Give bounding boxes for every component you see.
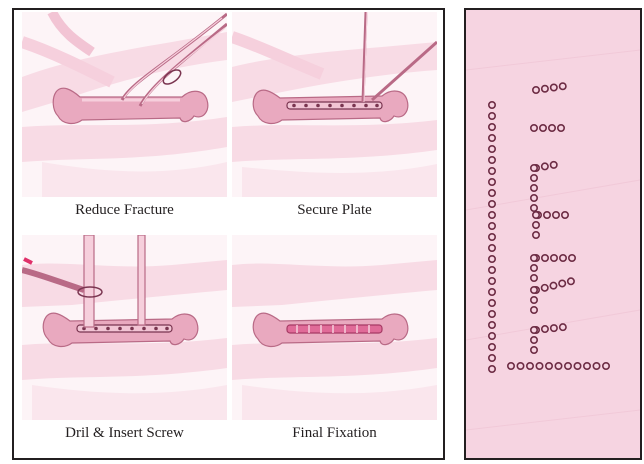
plate-hole <box>559 280 565 286</box>
plate-hole <box>489 256 495 262</box>
plate-hole <box>531 175 537 181</box>
plate-hole <box>489 201 495 207</box>
plate-hole <box>593 363 599 369</box>
plate-hole <box>489 344 495 350</box>
plate-hole <box>562 212 568 218</box>
plate-hole <box>551 162 557 168</box>
procedure-steps-panel: Reduce Fracture Secure Plate <box>12 8 445 460</box>
plate-hole <box>531 205 537 211</box>
plate-hole <box>489 146 495 152</box>
plate-hole <box>550 282 556 288</box>
plate-hole <box>531 125 537 131</box>
plate-hole <box>489 311 495 317</box>
plate-hole <box>568 278 574 284</box>
plate-hole <box>546 363 552 369</box>
plate-hole <box>489 179 495 185</box>
plate-hole <box>540 125 546 131</box>
step-caption: Reduce Fracture <box>22 200 227 220</box>
plate-hole <box>527 363 533 369</box>
bone-plate-set-image <box>466 10 640 458</box>
plate-hole <box>533 222 539 228</box>
step-caption: Dril & Insert Screw <box>22 423 227 443</box>
plate-hole <box>489 289 495 295</box>
plate-hole <box>531 327 537 333</box>
step-reduce-fracture: Reduce Fracture <box>22 12 227 232</box>
plate-hole <box>542 163 548 169</box>
plate-hole <box>517 363 523 369</box>
plate-hole <box>489 245 495 251</box>
plate-hole <box>489 267 495 273</box>
plate-hole <box>489 102 495 108</box>
plate-hole <box>558 125 564 131</box>
plate-hole <box>551 325 557 331</box>
plate-hole <box>489 355 495 361</box>
plate-hole <box>489 300 495 306</box>
plate-hole <box>531 255 537 261</box>
plate-hole <box>536 363 542 369</box>
plate-hole <box>531 307 537 313</box>
plate-hole <box>542 255 548 261</box>
plate-hole <box>489 333 495 339</box>
plate-hole <box>489 366 495 372</box>
plate-hole <box>551 255 557 261</box>
plate-hole <box>560 255 566 261</box>
plate-hole <box>560 324 566 330</box>
plate-hole <box>531 347 537 353</box>
plate-hole <box>542 285 548 291</box>
plate-hole <box>551 84 557 90</box>
plate-hole <box>531 185 537 191</box>
plate-hole <box>489 322 495 328</box>
plate-hole <box>549 125 555 131</box>
step-drill-insert-screw: Dril & Insert Screw <box>22 235 227 455</box>
plate-hole <box>531 165 537 171</box>
plate-hole <box>553 212 559 218</box>
plate-hole <box>560 83 566 89</box>
plate-hole <box>489 113 495 119</box>
plate-hole <box>489 212 495 218</box>
plate-hole <box>542 86 548 92</box>
reduce-fracture-illustration <box>22 12 227 197</box>
plate-hole <box>544 212 550 218</box>
plate-hole <box>489 157 495 163</box>
plate-hole <box>584 363 590 369</box>
plate-hole <box>531 287 537 293</box>
step-caption: Secure Plate <box>232 200 437 220</box>
drill-insert-screw-illustration <box>22 235 227 420</box>
plate-hole <box>565 363 571 369</box>
plate-hole <box>533 232 539 238</box>
step-caption: Final Fixation <box>232 423 437 443</box>
plate-hole <box>603 363 609 369</box>
bone-plate-set-photo <box>464 8 642 460</box>
plate-hole <box>489 190 495 196</box>
plate-hole <box>531 195 537 201</box>
plate-hole <box>531 275 537 281</box>
plate-hole <box>555 363 561 369</box>
plate-hole <box>533 87 539 93</box>
plate-hole <box>574 363 580 369</box>
plate-hole <box>489 223 495 229</box>
plate-hole <box>531 297 537 303</box>
plate-hole <box>533 212 539 218</box>
plate-hole <box>569 255 575 261</box>
step-final-fixation: Final Fixation <box>232 235 437 455</box>
plate-hole <box>508 363 514 369</box>
plate-hole <box>531 265 537 271</box>
plate-hole <box>531 337 537 343</box>
secure-plate-illustration <box>232 12 437 197</box>
plate-hole <box>542 326 548 332</box>
final-fixation-illustration <box>232 235 437 420</box>
plate-hole <box>489 168 495 174</box>
step-secure-plate: Secure Plate <box>232 12 437 232</box>
plate-hole <box>489 278 495 284</box>
plate-hole <box>489 135 495 141</box>
plate-hole <box>489 234 495 240</box>
plate-hole <box>489 124 495 130</box>
